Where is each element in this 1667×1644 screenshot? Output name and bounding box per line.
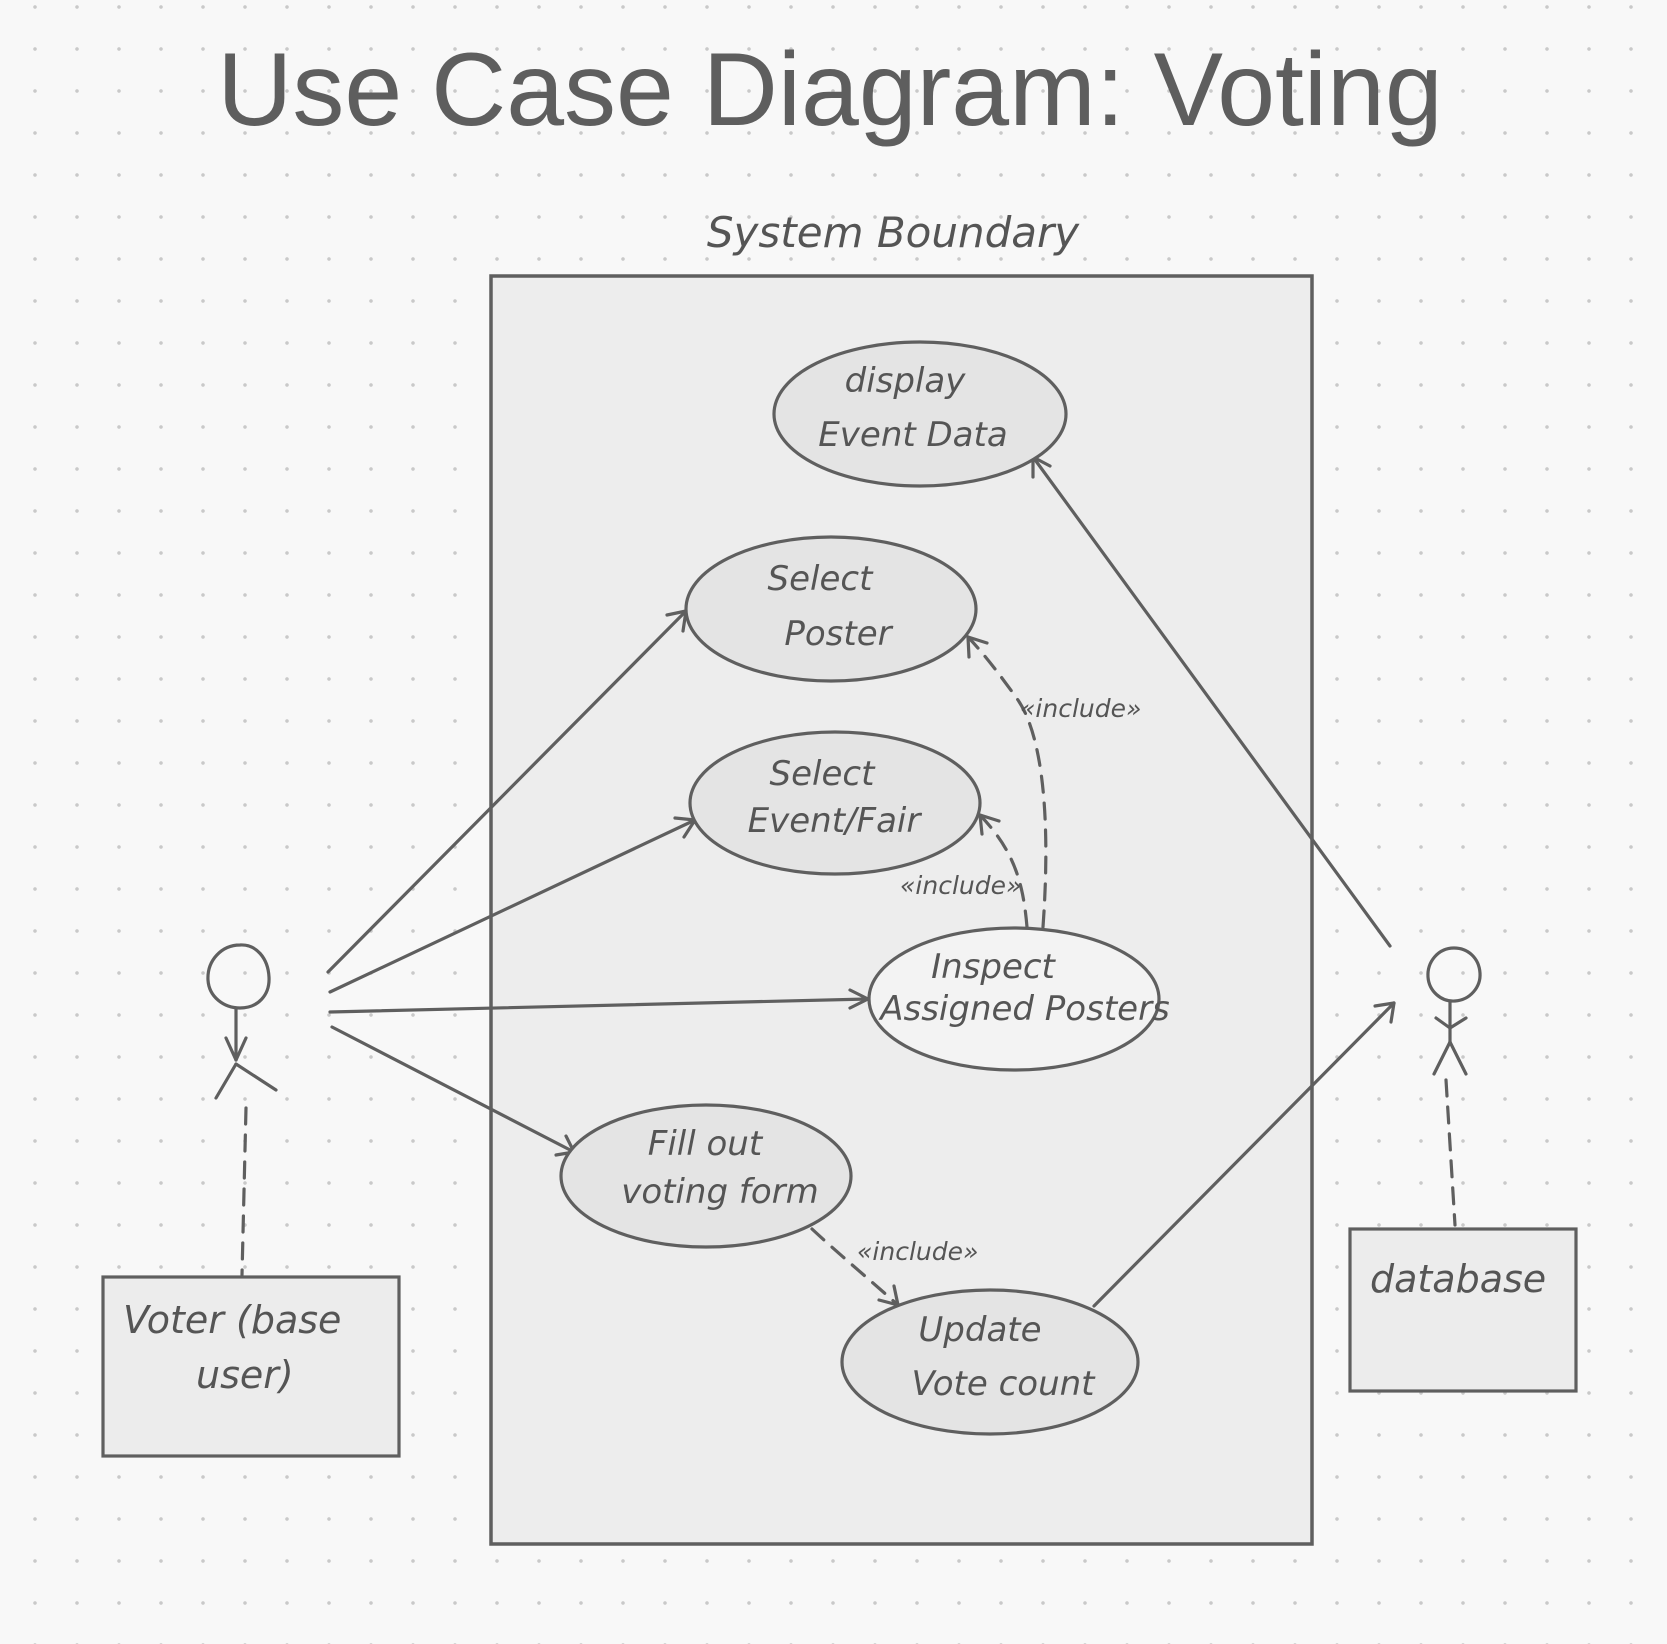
include-relations: «include» «include» «include»	[810, 635, 1141, 1307]
system-boundary-label: System Boundary	[707, 208, 1080, 257]
use-case-label-line-1: Select	[768, 559, 875, 599]
include-label-update: «include»	[857, 1237, 978, 1266]
voter-label-line-1: Voter (base	[123, 1298, 341, 1342]
use-case-label-line-1: Update	[918, 1310, 1041, 1350]
include-inspect-to-select-poster	[966, 635, 1048, 929]
voter-label-line-2: user)	[196, 1353, 294, 1397]
use-case-ellipse	[684, 535, 978, 683]
use-case-label-line-2: Poster	[784, 614, 893, 654]
include-fill-form-to-update	[810, 1227, 900, 1307]
use-case-ellipse	[688, 730, 982, 876]
use-case-fill-out-voting-form: Fill out voting form	[559, 1103, 853, 1249]
voter-to-select-event-line	[328, 818, 697, 994]
use-case-label-line-2: Event/Fair	[748, 801, 923, 841]
voter-dependency-line	[240, 1106, 248, 1277]
voter-to-select-poster-line	[326, 609, 688, 974]
database-dependency-line	[1444, 1078, 1457, 1227]
update-to-database-line	[1092, 1001, 1396, 1308]
page-title: Use Case Diagram: Voting	[217, 32, 1442, 148]
use-case-ellipse	[559, 1103, 853, 1249]
use-case-update-vote-count: Update Vote count	[840, 1288, 1140, 1436]
use-case-ellipse	[772, 340, 1068, 488]
voter-box	[101, 1275, 401, 1458]
database-to-display-line	[1031, 455, 1392, 948]
use-case-label-line-2: Assigned Posters	[878, 989, 1170, 1029]
use-case-label-line-2: Vote count	[911, 1364, 1096, 1404]
use-case-ellipse	[867, 926, 1161, 1072]
include-label-event: «include»	[900, 871, 1021, 900]
voter-stick-figure-icon	[206, 943, 278, 1100]
voter-associations	[326, 609, 870, 1157]
database-actor: database	[1348, 946, 1578, 1393]
use-case-label-line-1: display	[845, 361, 967, 401]
voter-actor: Voter (base user)	[101, 943, 401, 1458]
use-case-select-event-fair: Select Event/Fair	[688, 730, 982, 876]
use-case-label-line-1: Fill out	[648, 1124, 764, 1164]
use-case-inspect-assigned-posters: Inspect Assigned Posters	[867, 926, 1170, 1072]
use-case-label-line-1: Select	[770, 754, 877, 794]
database-label: database	[1370, 1257, 1546, 1301]
arrowhead-database	[1373, 1001, 1396, 1024]
use-case-label-line-1: Inspect	[931, 947, 1056, 987]
arrowhead-include-event	[978, 813, 1001, 836]
use-case-ellipse	[840, 1288, 1140, 1436]
voter-to-fill-form-line	[330, 1025, 576, 1154]
use-case-display-event-data: display Event Data	[772, 340, 1068, 488]
include-inspect-to-select-event	[978, 813, 1029, 929]
arrowhead-include-poster	[966, 635, 989, 659]
include-label-poster: «include»	[1020, 694, 1141, 723]
database-box	[1348, 1227, 1578, 1393]
use-case-select-poster: Select Poster	[684, 535, 978, 683]
use-case-label-line-2: voting form	[621, 1172, 819, 1212]
voter-to-inspect-line	[328, 997, 870, 1014]
database-stick-figure-icon	[1426, 946, 1482, 1076]
use-case-label-line-2: Event Data	[818, 415, 1007, 455]
